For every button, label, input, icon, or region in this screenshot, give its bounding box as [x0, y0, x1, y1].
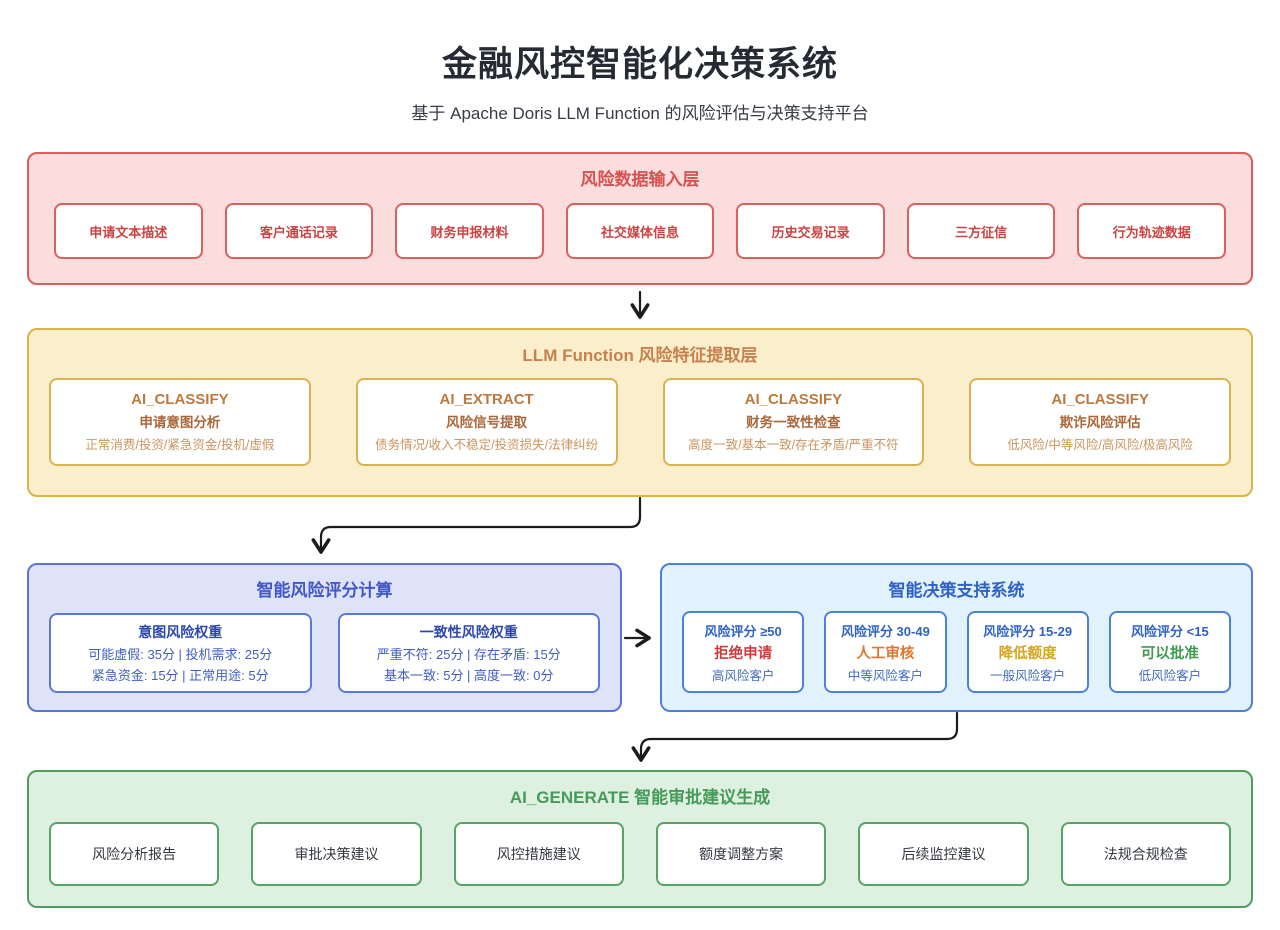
- llm-card-detail: 债务情况/收入不稳定/投资损失/法律纠纷: [375, 438, 599, 452]
- llm-card-detail: 正常消费/投资/紧急资金/投机/虚假: [85, 438, 275, 452]
- decision-customer-type: 高风险客户: [711, 668, 775, 683]
- llm-card-financial-consistency: AI_CLASSIFY 财务一致性检查 高度一致/基本一致/存在矛盾/严重不符: [662, 378, 925, 466]
- input-item-third-party-credit: 三方征信: [906, 203, 1056, 259]
- decision-cards-row: 风险评分 ≥50 拒绝申请 高风险客户 风险评分 30-49 人工审核 中等风险…: [662, 611, 1251, 693]
- arrow-llm-to-scoring: [311, 496, 642, 554]
- section-decision-support: 智能决策支持系统 风险评分 ≥50 拒绝申请 高风险客户 风险评分 30-49 …: [660, 563, 1253, 712]
- decision-card-reduce-limit: 风险评分 15-29 降低额度 一般风险客户: [966, 611, 1089, 693]
- page-subtitle: 基于 Apache Doris LLM Function 的风险评估与决策支持平…: [411, 104, 869, 123]
- scoring-card-title: 一致性风险权重: [419, 624, 518, 640]
- scoring-card-intent-weights: 意图风险权重 可能虚假: 35分 | 投机需求: 25分 紧急资金: 15分 |…: [49, 613, 312, 693]
- generate-item-risk-analysis-report: 风险分析报告: [49, 822, 220, 886]
- decision-card-manual-review: 风险评分 30-49 人工审核 中等风险客户: [824, 611, 947, 693]
- llm-function-name: AI_CLASSIFY: [1051, 391, 1149, 408]
- llm-card-detail: 低风险/中等风险/高风险/极高风险: [1007, 438, 1193, 452]
- llm-function-name: AI_CLASSIFY: [744, 391, 843, 408]
- section-title-risk-scoring: 智能风险评分计算: [256, 581, 393, 600]
- section-risk-scoring: 智能风险评分计算 意图风险权重 可能虚假: 35分 | 投机需求: 25分 紧急…: [27, 563, 622, 712]
- generate-item-regulatory-compliance: 法规合规检查: [1060, 822, 1231, 886]
- decision-score-range: 风险评分 15-29: [983, 623, 1073, 639]
- decision-action: 降低额度: [998, 645, 1057, 662]
- input-item-transaction-history: 历史交易记录: [736, 203, 885, 259]
- llm-card-title: 财务一致性检查: [746, 415, 841, 430]
- decision-score-range: 风险评分 ≥50: [704, 623, 782, 639]
- section-title-llm-feature-extraction: LLM Function 风险特征提取层: [522, 346, 758, 365]
- decision-action: 可以批准: [1140, 645, 1199, 662]
- input-item-social-media: 社交媒体信息: [565, 203, 715, 259]
- decision-score-range: 风险评分 30-49: [840, 623, 930, 639]
- generate-item-risk-control-measures: 风控措施建议: [453, 822, 624, 886]
- decision-card-reject: 风险评分 ≥50 拒绝申请 高风险客户: [682, 611, 805, 693]
- arrow-decision-to-generate: [631, 711, 959, 762]
- llm-card-detail: 高度一致/基本一致/存在矛盾/严重不符: [688, 438, 899, 452]
- generate-item-followup-monitoring: 后续监控建议: [858, 822, 1029, 886]
- llm-card-title: 申请意图分析: [139, 415, 221, 430]
- llm-card-title: 欺诈风险评估: [1059, 415, 1141, 430]
- decision-score-range: 风险评分 <15: [1131, 623, 1209, 639]
- decision-customer-type: 低风险客户: [1138, 668, 1202, 683]
- scoring-card-line: 紧急资金: 15分 | 正常用途: 5分: [91, 668, 269, 683]
- input-item-application-text: 申请文本描述: [54, 203, 203, 259]
- llm-card-fraud-risk-eval: AI_CLASSIFY 欺诈风险评估 低风险/中等风险/高风险/极高风险: [969, 378, 1231, 466]
- input-item-financial-declarations: 财务申报材料: [395, 203, 544, 259]
- llm-function-name: AI_EXTRACT: [439, 391, 534, 408]
- section-risk-data-input: 风险数据输入层 申请文本描述 客户通话记录 财务申报材料 社交媒体信息 历史交易…: [27, 152, 1253, 285]
- llm-cards-row: AI_CLASSIFY 申请意图分析 正常消费/投资/紧急资金/投机/虚假 AI…: [29, 378, 1251, 466]
- section-title-decision-support: 智能决策支持系统: [888, 581, 1025, 600]
- llm-card-risk-signal-extract: AI_EXTRACT 风险信号提取 债务情况/收入不稳定/投资损失/法律纠纷: [355, 378, 618, 466]
- scoring-cards-row: 意图风险权重 可能虚假: 35分 | 投机需求: 25分 紧急资金: 15分 |…: [29, 613, 620, 693]
- generate-item-limit-adjustment: 额度调整方案: [655, 822, 827, 886]
- section-ai-generate: AI_GENERATE 智能审批建议生成 风险分析报告 审批决策建议 风控措施建…: [27, 770, 1253, 908]
- scoring-card-line: 基本一致: 5分 | 高度一致: 0分: [383, 668, 554, 683]
- input-items-row: 申请文本描述 客户通话记录 财务申报材料 社交媒体信息 历史交易记录 三方征信 …: [29, 203, 1251, 259]
- page-title: 金融风控智能化决策系统: [441, 45, 838, 84]
- scoring-card-line: 严重不符: 25分 | 存在矛盾: 15分: [376, 647, 561, 662]
- decision-customer-type: 一般风险客户: [990, 668, 1066, 683]
- scoring-card-title: 意图风险权重: [138, 624, 223, 640]
- section-llm-feature-extraction: LLM Function 风险特征提取层 AI_CLASSIFY 申请意图分析 …: [27, 328, 1253, 497]
- scoring-card-consistency-weights: 一致性风险权重 严重不符: 25分 | 存在矛盾: 15分 基本一致: 5分 |…: [337, 613, 600, 693]
- decision-action: 人工审核: [856, 645, 915, 662]
- section-title-ai-generate: AI_GENERATE 智能审批建议生成: [509, 788, 771, 807]
- input-item-call-records: 客户通话记录: [224, 203, 374, 259]
- llm-card-intent-analysis: AI_CLASSIFY 申请意图分析 正常消费/投资/紧急资金/投机/虚假: [49, 378, 311, 466]
- decision-action: 拒绝申请: [714, 645, 773, 662]
- input-item-behavior-trace: 行为轨迹数据: [1077, 203, 1227, 259]
- decision-card-approve: 风险评分 <15 可以批准 低风险客户: [1108, 611, 1231, 693]
- llm-function-name: AI_CLASSIFY: [131, 391, 229, 408]
- section-title-risk-data-input: 风险数据输入层: [580, 170, 700, 189]
- scoring-card-line: 可能虚假: 35分 | 投机需求: 25分: [88, 647, 273, 662]
- generate-item-approval-decision: 审批决策建议: [251, 822, 422, 886]
- generate-items-row: 风险分析报告 审批决策建议 风控措施建议 额度调整方案 后续监控建议 法规合规检…: [29, 822, 1251, 886]
- decision-customer-type: 中等风险客户: [847, 668, 923, 683]
- llm-card-title: 风险信号提取: [446, 415, 528, 430]
